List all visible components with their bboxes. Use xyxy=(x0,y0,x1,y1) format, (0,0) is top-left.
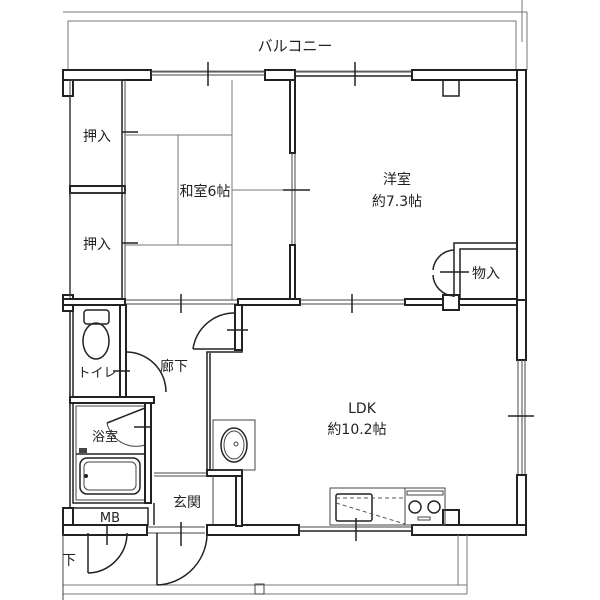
balcony-area xyxy=(63,0,528,72)
hallway-walls xyxy=(192,304,256,527)
kitchen xyxy=(329,487,446,526)
storage-closet xyxy=(432,242,518,300)
toilet-room xyxy=(72,304,167,398)
pipe-shaft xyxy=(442,79,460,97)
toilet-label: トイレ xyxy=(77,366,116,381)
closets xyxy=(69,79,138,300)
washitsu-label: 和室6帖 xyxy=(180,183,231,200)
corridor-label: 下 xyxy=(62,553,76,569)
washitsu-room xyxy=(125,79,310,301)
outside-corridor xyxy=(62,524,468,595)
bathroom xyxy=(69,396,155,504)
meter-box-label: MB xyxy=(100,511,120,526)
hallway-label: 廊下 xyxy=(160,358,188,375)
top-wall xyxy=(62,62,527,86)
balcony-label: バルコニー xyxy=(258,37,333,55)
meter-box xyxy=(72,507,149,574)
ldk-label: LDK xyxy=(348,401,377,417)
bathroom-label: 浴室 xyxy=(92,429,118,445)
monoire-label: 物入 xyxy=(472,266,500,282)
youshitsu-size-label: 約7.3帖 xyxy=(372,194,422,210)
entrance xyxy=(153,472,208,586)
ldk-size-label: 約10.2帖 xyxy=(327,422,386,438)
youshitsu-label: 洋室 xyxy=(383,171,411,188)
entrance-label: 玄関 xyxy=(173,494,201,511)
right-wall xyxy=(508,69,534,536)
oshiire-upper-label: 押入 xyxy=(83,129,111,145)
oshiire-lower-label: 押入 xyxy=(83,237,111,253)
